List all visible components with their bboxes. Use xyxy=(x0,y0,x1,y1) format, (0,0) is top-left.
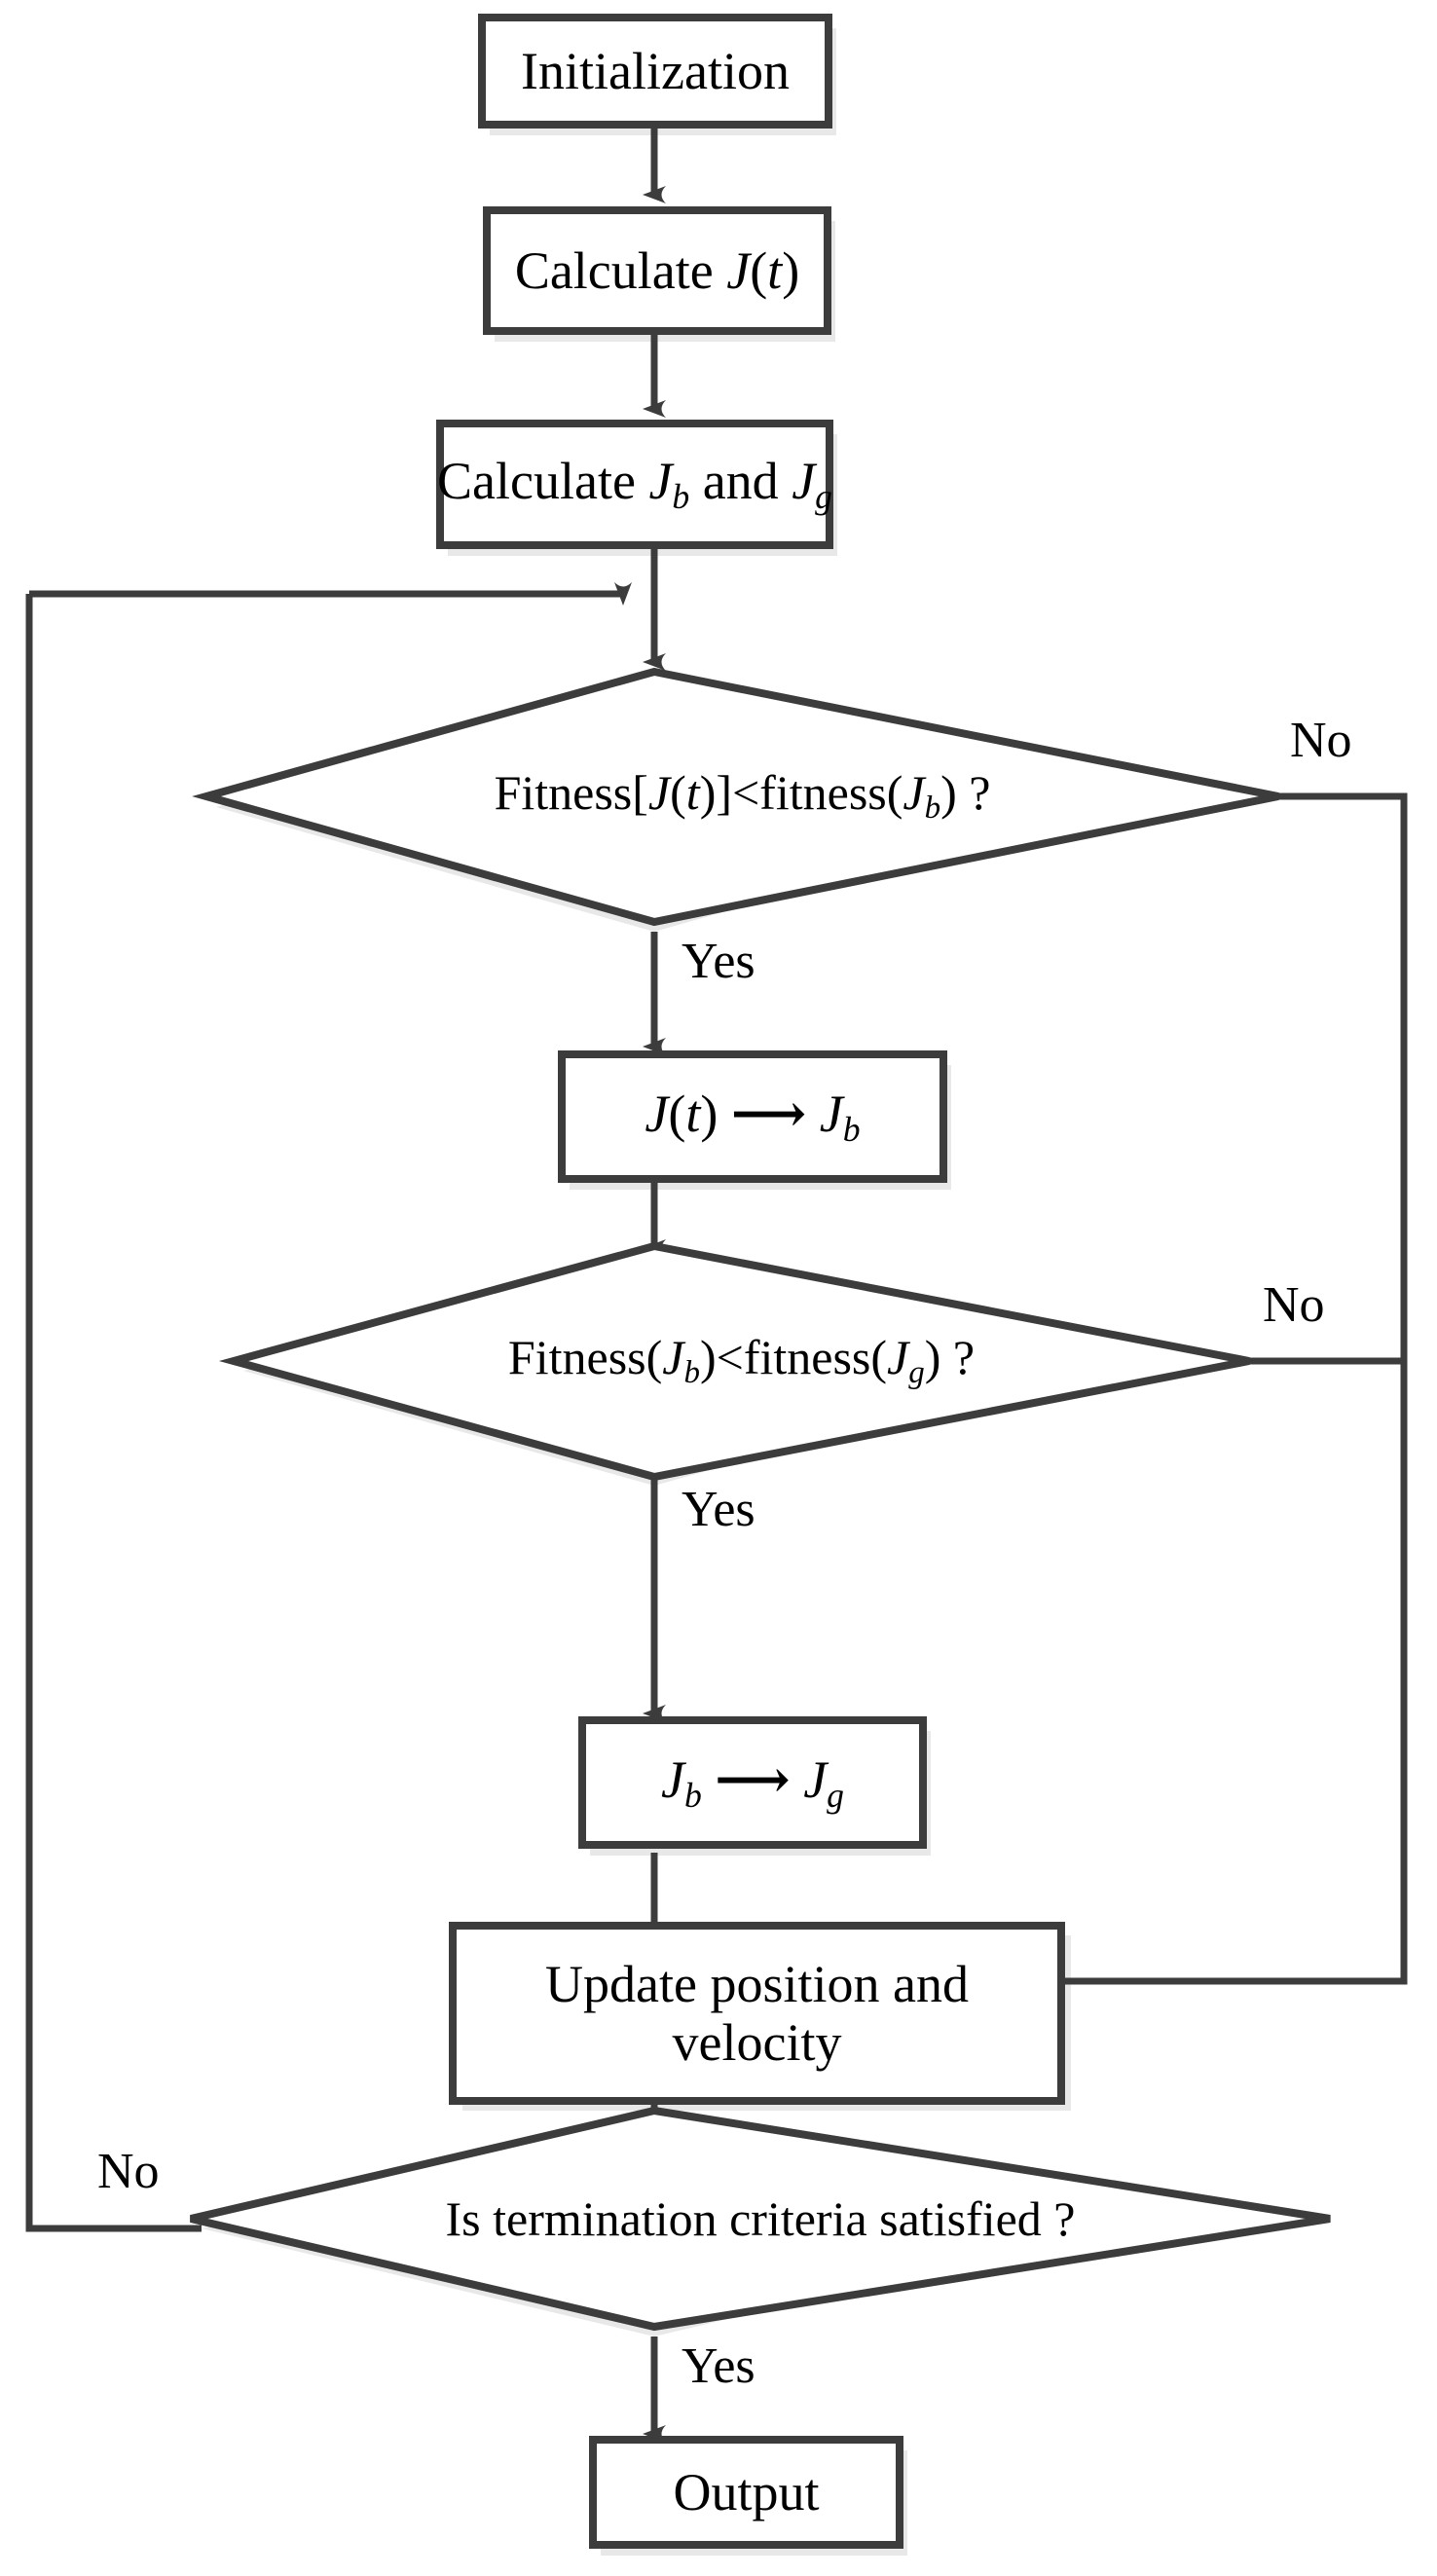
edge-label-no-2: No xyxy=(1263,1277,1325,1333)
node-calculate-j-shape xyxy=(483,206,831,335)
node-decision-termination-shape xyxy=(190,2106,1331,2332)
node-decision-fitness-jb-shape xyxy=(218,1241,1250,1482)
edge-label-no-3: No xyxy=(97,2144,160,2199)
node-assign-jb-jg-shape xyxy=(578,1716,927,1849)
node-shape-layer xyxy=(190,14,1331,2549)
edge-label-yes-1: Yes xyxy=(682,934,755,989)
edge-dec3-no xyxy=(25,594,202,2232)
node-calculate-jb-jg-shape xyxy=(436,420,833,549)
node-initialization-shape xyxy=(478,14,832,129)
edge-label-yes-2: Yes xyxy=(682,1482,755,1537)
node-update-shape xyxy=(449,1922,1065,2105)
node-output-shape xyxy=(589,2436,903,2549)
node-decision-fitness-jt-shape xyxy=(192,667,1279,927)
edge-label-yes-3: Yes xyxy=(682,2338,755,2394)
node-assign-jt-jb-shape xyxy=(558,1050,947,1183)
edge-label-no-1: No xyxy=(1290,713,1352,768)
